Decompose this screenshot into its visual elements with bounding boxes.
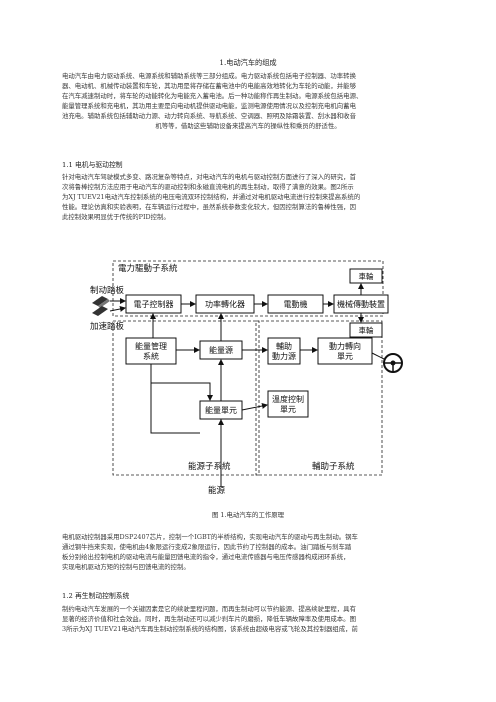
temperature-control-label-2: 單元 <box>280 405 296 414</box>
power-drive-subsystem-label: 電力驅動子系統 <box>118 263 178 274</box>
text-line: 实现电机驱动方矩的控制与回馈电流的控制。 <box>62 563 190 571</box>
text-line: 性能。理论仿真和实验表明，在车辆运行过程中，虽然系统参数变化较大，但因控制算法的… <box>62 203 356 211</box>
aux-subsystem-label: 輔助子系統 <box>312 461 355 472</box>
text-line: 机等等，借助这些辅助设备来提高汽车的操纵性和乘员的舒适性。 <box>155 122 341 130</box>
text-line: 此控制效果明显优于传统的PID控制。 <box>62 213 170 221</box>
mechanical-transmission-label: 機械傳動裝置 <box>337 299 385 309</box>
ev-architecture-diagram: 電力驅動子系統 能源子系統 輔助子系統 制动踏板 加速踏板 電子控制器 功率轉化… <box>88 243 408 499</box>
power-drive-subsystem-box <box>112 260 384 317</box>
energy-source-label: 能量源 <box>209 345 233 355</box>
motor-label: 電動機 <box>284 299 308 309</box>
wheel-bottom-label: 車輪 <box>359 325 374 335</box>
wheel-top-label: 車輪 <box>359 271 374 281</box>
text-line: 器、电动机、机械传动装置和车轮，其功用是将存储在蓄电池中的电能高效地转化为车轮的… <box>62 82 356 90</box>
section-heading: 1.1 电机与驱动控制 <box>62 161 123 169</box>
power-steering-label-2: 單元 <box>337 352 353 361</box>
steering-wheel-icon <box>383 353 403 373</box>
section-heading: 1.2 再生制动控制系统 <box>62 592 130 600</box>
power-steering-label-1: 動力轉向 <box>329 341 361 351</box>
temperature-control-label-1: 溫度控制 <box>272 394 304 404</box>
text-line: 池充电。辅助系统包括辅助动力源、动力转向系统、导航系统、空调器、照明及除霜装置、… <box>62 112 356 120</box>
temperature-control-box <box>267 390 309 418</box>
power-converter-label: 功率轉化器 <box>205 299 245 309</box>
energy-management-label-1: 能量管理 <box>135 341 167 351</box>
text-line: 3所示为XJ TUEV21电动汽车再生制动控制系统的结构图，该系统由超级电容或飞… <box>62 625 358 633</box>
energy-subsystem-box <box>112 320 260 476</box>
accelerator-pedal-label: 加速踏板 <box>90 321 125 332</box>
text-line: 板分别给出控制电机的驱动电流与能量回馈电流的指令，通过电流传感器与电压传感器构成… <box>62 553 350 561</box>
aux-subsystem-box <box>255 320 383 476</box>
energy-management-label-2: 系統 <box>143 351 159 361</box>
text-line: 电动汽车由电力驱动系统、电源系统和辅助系统等三部分组成。电力驱动系统包括电子控制… <box>62 72 356 80</box>
text-line: 针对电动汽车驾驶模式多变、路况复杂等特点，对电动汽车的电机与驱动控制方面进行了深… <box>62 173 356 181</box>
brake-pedal-icon <box>92 296 110 308</box>
aux-power-label-2: 動力源 <box>272 351 296 361</box>
diagram-svg: 電力驅動子系統 能源子系統 輔助子系統 制动踏板 加速踏板 電子控制器 功率轉化… <box>90 260 403 496</box>
text-line: 为XJ TUEV21电动汽车控制系统的电压电流双环控制结构，并通过对电机驱动电流… <box>62 193 361 201</box>
electronic-controller-label: 電子控制器 <box>134 299 174 309</box>
energy-input-label: 能源 <box>208 485 226 496</box>
figure-caption: 图 1.电动汽车的工作原理 <box>211 511 285 519</box>
text-line: 能量管理系统和充电机，其功用主要是向电动机提供驱动电能，监测电源使用情况以及控制… <box>62 102 356 110</box>
power-steering-box <box>317 337 373 365</box>
text-line: 电机驱动控制器采用DSP2407芯片，控制一个IGBT的半桥结构，实现电动汽车的… <box>62 533 358 541</box>
page-title: 1.电动汽车的组成 <box>219 58 277 67</box>
wheel-top-box <box>349 268 383 284</box>
text-line: 次将鲁棒控制方法应用于电动汽车的驱动控制和永磁直流电机的再生制动，取得了满意的效… <box>62 183 354 191</box>
brake-pedal-label: 制动踏板 <box>90 285 125 296</box>
aux-power-label-1: 輔助 <box>276 341 292 351</box>
wheel-bottom-box <box>349 322 383 338</box>
diagram-connectors <box>109 283 385 487</box>
energy-subsystem-label: 能源子系統 <box>188 461 231 472</box>
aux-power-box <box>267 337 301 365</box>
text-line: 通过钢牛挡来实现，使电机由4象限运行变成2象限运行，因此节约了控制器的成本。油门… <box>62 543 352 551</box>
text-line: 在汽车减速制动时，将车轮的动能转化为电能充入蓄电池。后一种功能称作再生制动。电源… <box>62 92 363 100</box>
accelerator-pedal-icon <box>92 306 108 316</box>
energy-unit-label: 能量單元 <box>205 405 237 415</box>
text-line: 制约电动汽车发展的一个关键因素是它的续驶里程问题，而再生制动可以节约能源、提高续… <box>62 605 356 613</box>
text-line: 显著的经济价值和社会效益。同时，再生制动还可以减少刹车片的磨损，降低车辆故障率及… <box>62 615 356 623</box>
